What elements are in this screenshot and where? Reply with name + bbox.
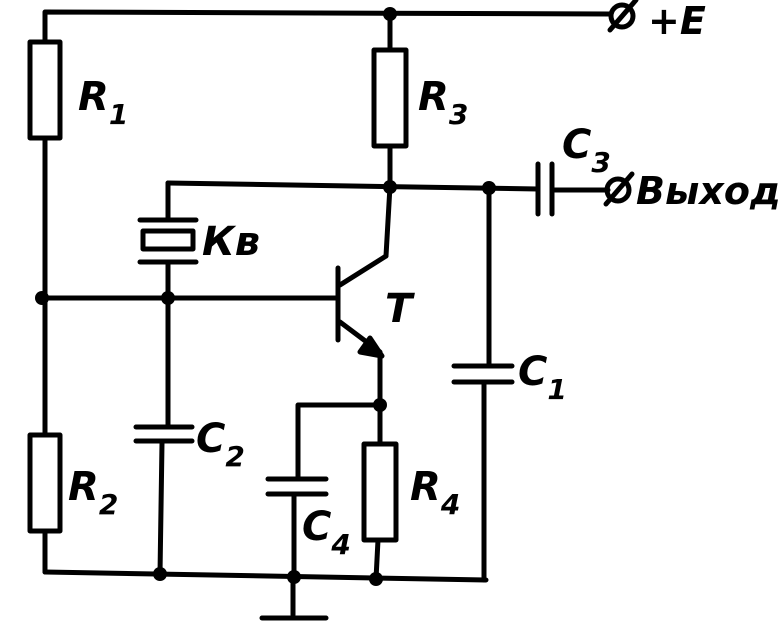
resistor-r1: [27, 39, 63, 141]
label-c2: C2: [196, 416, 245, 473]
wire-emitter-to-c4: [295, 402, 383, 480]
wire-collector-horizontal: [165, 180, 541, 192]
junction-dot: [373, 398, 387, 412]
junction-dot: [369, 572, 383, 586]
wire-c2-bottom: [157, 440, 165, 577]
junction-dot: [383, 7, 397, 21]
junction-dot: [161, 291, 175, 305]
supply-rail: [42, 9, 613, 43]
resistor-r3: [371, 47, 409, 149]
crystal-body: [140, 228, 196, 252]
junction-dot: [35, 291, 49, 305]
supply-terminal: [608, 2, 636, 30]
transistor-collector-lead: [337, 253, 389, 288]
label-r2: R2: [68, 464, 118, 521]
output-terminal-slash: [603, 171, 635, 207]
supply-terminal-slash: [607, 0, 639, 33]
label-r4: R4: [410, 464, 460, 521]
ground-rail: [42, 569, 489, 583]
transistor-emitter-arrow: [357, 335, 385, 359]
label-c1: C1: [518, 349, 567, 406]
label-c3: C3: [562, 122, 611, 179]
resistor-r4: [361, 441, 399, 543]
junction-dot: [153, 567, 167, 581]
wire-collector-up: [383, 183, 393, 259]
label-transistor: T: [385, 286, 415, 332]
resistor-r2: [27, 432, 63, 534]
label-crystal: Кв: [202, 219, 260, 265]
label-r3: R3: [418, 74, 468, 131]
junction-dot: [383, 180, 397, 194]
label-output: Выход: [636, 169, 778, 213]
junction-dot: [482, 181, 496, 195]
label-supply: +E: [648, 0, 706, 43]
label-c4: C4: [302, 504, 351, 561]
output-terminal: [604, 176, 632, 204]
junction-dot: [287, 570, 301, 584]
label-r1: R1: [78, 74, 128, 131]
